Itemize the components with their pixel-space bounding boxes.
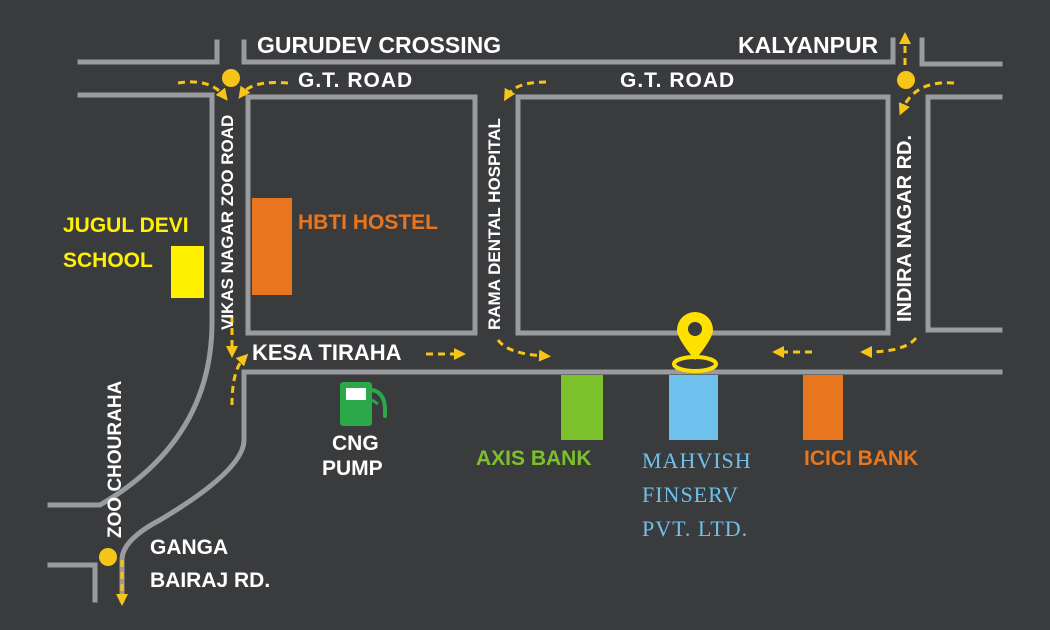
vikas-nagar-zoo-road-label: VIKAS NAGAR ZOO ROAD bbox=[218, 114, 237, 330]
jugul-devi-school-label-line2: SCHOOL bbox=[63, 249, 153, 272]
jugul-devi-school-building bbox=[171, 246, 204, 298]
direction-arrows bbox=[116, 32, 955, 606]
dashed-arrow-icon bbox=[860, 336, 918, 358]
location-pin-icon bbox=[672, 312, 718, 373]
road-edges bbox=[47, 37, 1003, 603]
hbti-hostel-building bbox=[252, 198, 292, 295]
jugul-devi-school-label-line1: JUGUL DEVI bbox=[63, 214, 189, 237]
axis-bank-label: AXIS BANK bbox=[476, 447, 592, 470]
indira-nagar-rd-label: INDIRA NAGAR RD. bbox=[894, 134, 916, 322]
mahvish-finserv-building bbox=[669, 375, 718, 440]
gt-road-right-label: G.T. ROAD bbox=[620, 69, 736, 92]
mahvish-finserv-label-line1: MAHVISH bbox=[642, 448, 752, 473]
dashed-arrow-icon bbox=[238, 81, 289, 99]
ganga-bairaj-label-line1: GANGA bbox=[150, 536, 229, 559]
cng-pump-label-line1: CNG bbox=[332, 432, 379, 455]
dashed-arrow-icon bbox=[504, 80, 547, 102]
kesa-tiraha-label: KESA TIRAHA bbox=[252, 340, 402, 365]
gurudev-crossing-label: GURUDEV CROSSING bbox=[257, 32, 502, 58]
junction-dot-icon bbox=[897, 71, 915, 89]
kalyanpur-label: KALYANPUR bbox=[738, 32, 879, 58]
cng-pump-label-line2: PUMP bbox=[322, 457, 383, 480]
icici-bank-building bbox=[803, 375, 843, 440]
dashed-arrow-icon bbox=[898, 81, 955, 116]
gt-road-left-label: G.T. ROAD bbox=[298, 69, 414, 92]
junction-dot-icon bbox=[222, 69, 240, 87]
dashed-arrow-icon bbox=[496, 339, 551, 362]
hbti-hostel-label: HBTI HOSTEL bbox=[298, 211, 438, 234]
rama-dental-hospital-label: RAMA DENTAL HOSPITAL bbox=[485, 118, 504, 330]
ganga-bairaj-label-line2: BAIRAJ RD. bbox=[150, 569, 271, 592]
mahvish-finserv-label-line2: FINSERV bbox=[642, 482, 739, 507]
junction-dot-icon bbox=[99, 548, 117, 566]
zoo-chouraha-label: ZOO CHOURAHA bbox=[105, 380, 126, 538]
fuel-pump-icon bbox=[340, 382, 387, 426]
dashed-arrow-icon bbox=[230, 353, 249, 406]
mahvish-finserv-label-line3: PVT. LTD. bbox=[642, 516, 749, 541]
axis-bank-building bbox=[561, 375, 603, 440]
icici-bank-label: ICICI BANK bbox=[804, 447, 919, 470]
dashed-arrow-icon bbox=[177, 80, 228, 101]
